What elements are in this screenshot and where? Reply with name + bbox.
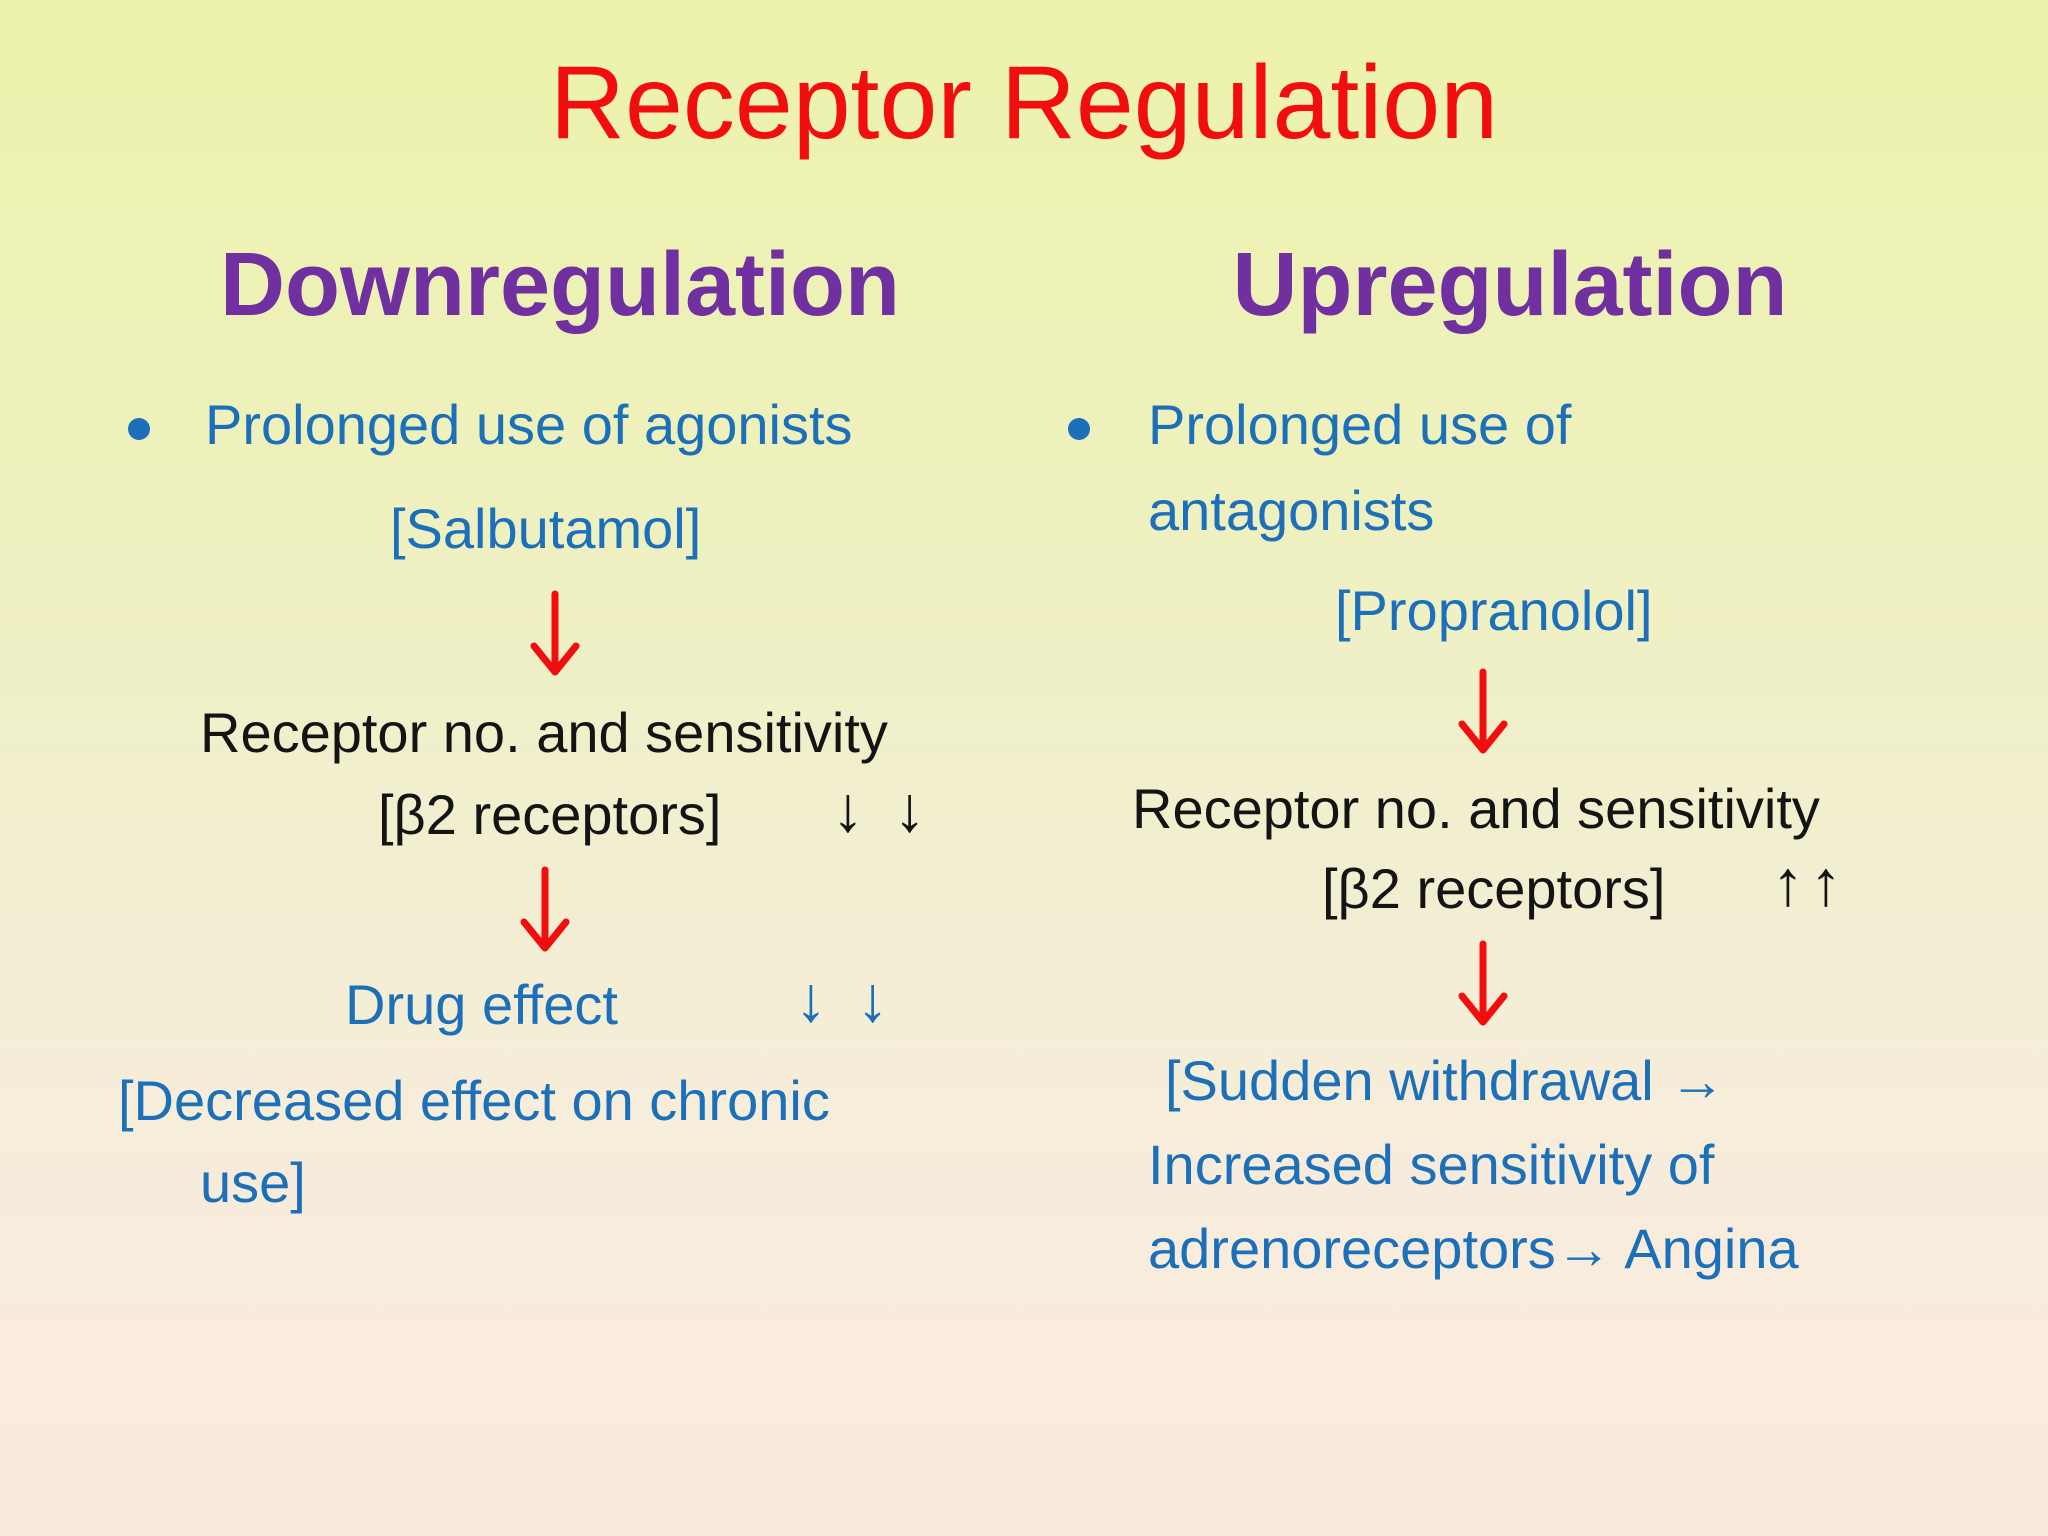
- bullet-icon: [1068, 418, 1090, 440]
- right-receptor-up-arrows: ↑↑: [1772, 847, 1848, 919]
- left-receptor-down-arrows: ↓ ↓: [832, 773, 932, 845]
- left-outcome-line1: [Decreased effect on chronic: [118, 1069, 830, 1132]
- red-down-arrow-icon: [1450, 938, 1516, 1030]
- left-bullet-text: Prolonged use of agonists: [205, 393, 853, 456]
- left-column-heading: Downregulation: [220, 235, 900, 335]
- right-outcome-line3: adrenoreceptors→ Angina: [1148, 1217, 1799, 1280]
- left-outcome-line2: use]: [200, 1151, 306, 1214]
- red-down-arrow-icon: [522, 588, 588, 680]
- left-effect-down-arrows: ↓ ↓: [795, 963, 895, 1035]
- left-receptor-line1: Receptor no. and sensitivity: [200, 701, 888, 764]
- red-down-arrow-icon: [1450, 666, 1516, 758]
- right-outcome-line2: Increased sensitivity of: [1148, 1133, 1715, 1196]
- right-outcome-line1: [Sudden withdrawal →: [1165, 1049, 1726, 1112]
- right-bullet-line1: Prolonged use of: [1148, 393, 1572, 456]
- bullet-icon: [128, 418, 150, 440]
- right-receptor-line1: Receptor no. and sensitivity: [1132, 777, 1820, 840]
- left-receptor-line2: [β2 receptors]: [378, 783, 722, 846]
- right-drug-name: [Propranolol]: [1335, 579, 1653, 642]
- right-bullet-line2: antagonists: [1148, 479, 1435, 542]
- slide-title: Receptor Regulation: [549, 45, 1499, 161]
- right-receptor-line2: [β2 receptors]: [1322, 857, 1666, 920]
- left-drug-name: [Salbutamol]: [390, 497, 702, 560]
- right-column-heading: Upregulation: [1232, 235, 1788, 335]
- left-effect-label: Drug effect: [345, 973, 618, 1036]
- red-down-arrow-icon: [512, 864, 578, 956]
